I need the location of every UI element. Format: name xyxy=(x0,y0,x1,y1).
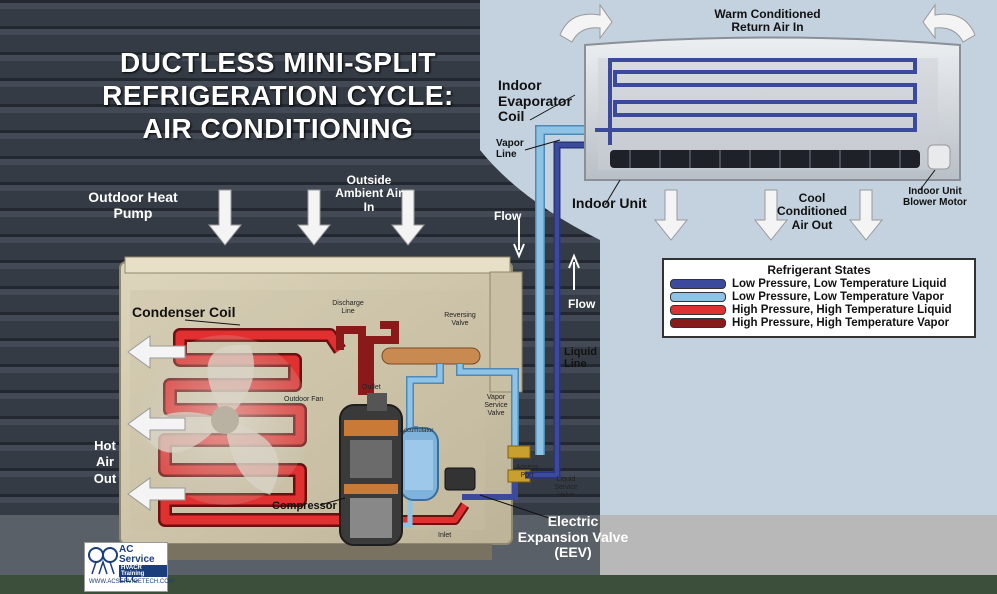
warm-return-air-label: Warm Conditioned Return Air In xyxy=(714,7,821,35)
legend-swatch-low-liquid xyxy=(670,278,726,289)
eev-label: Electric Expansion Valve (EEV) xyxy=(517,513,629,561)
compressor-graphic xyxy=(339,393,403,546)
flow-label-down: Flow xyxy=(494,209,522,223)
legend-label: Low Pressure, Low Temperature Vapor xyxy=(732,290,944,303)
legend-title: Refrigerant States xyxy=(767,263,871,277)
logo-url: WWW.ACSERVICETECH.COM xyxy=(89,579,174,585)
legend-swatch-low-vapor xyxy=(670,291,726,302)
legend-label: Low Pressure, Low Temperature Liquid xyxy=(732,277,947,290)
compressor-label: Compressor xyxy=(272,500,337,512)
gauge-logo-icon xyxy=(88,547,118,575)
blower-motor-label: Indoor Unit Blower Motor xyxy=(903,186,967,209)
title-line-1: DUCTLESS MINI-SPLIT xyxy=(120,47,436,78)
vapor-line-label: Vapor Line xyxy=(496,138,524,161)
access-port-label: Access Port xyxy=(515,464,539,479)
hot-air-out-label: Hot Air Out xyxy=(93,438,117,486)
indoor-unit-label: Indoor Unit xyxy=(572,195,647,211)
legend-label: High Pressure, High Temperature Liquid xyxy=(732,303,952,316)
condenser-coil-label: Condenser Coil xyxy=(132,304,236,320)
discharge-line-label: Discharge Line xyxy=(332,300,364,315)
reversing-valve xyxy=(381,347,481,365)
title-line-2: REFRIGERATION CYCLE: xyxy=(102,80,454,111)
liquid-service-valve-label: Liquid Service Valve xyxy=(554,476,578,499)
outdoor-fan-graphic xyxy=(140,335,310,505)
reversing-valve-label: Reversing Valve xyxy=(444,312,476,327)
refrigerant-states-legend: Refrigerant States Low Pressure, Low Tem… xyxy=(662,258,976,338)
discharge-line xyxy=(366,321,399,395)
eev-body xyxy=(444,467,476,491)
diagram-title: DUCTLESS MINI-SPLIT REFRIGERATION CYCLE:… xyxy=(88,46,468,145)
outdoor-fan-label: Outdoor Fan xyxy=(284,396,324,403)
title-line-3: AIR CONDITIONING xyxy=(142,113,414,144)
flow-down-arrow xyxy=(513,220,525,259)
outdoor-heat-pump-label: Outdoor Heat Pump xyxy=(88,189,178,221)
legend-swatch-high-liquid xyxy=(670,304,726,315)
legend-item: High Pressure, High Temperature Vapor xyxy=(670,316,974,329)
outdoor-unit-base xyxy=(162,544,492,560)
logo-tagline: HVACR Training xyxy=(119,565,167,577)
legend-swatch-high-vapor xyxy=(670,317,726,328)
outside-air-in-label: Outside Ambient Air In xyxy=(335,173,403,214)
legend-item: Low Pressure, Low Temperature Liquid xyxy=(670,277,974,290)
outlet-label: Outlet xyxy=(362,384,381,391)
legend-label: High Pressure, High Temperature Vapor xyxy=(732,316,950,329)
legend-item: High Pressure, High Temperature Liquid xyxy=(670,303,974,316)
flow-label-up: Flow xyxy=(568,297,596,311)
air-arrows xyxy=(127,3,976,511)
indoor-unit-graphic xyxy=(584,36,961,181)
ac-service-tech-logo: AC Service Tech LLC HVACR Training WWW.A… xyxy=(84,542,174,592)
cool-air-out-label: Cool Conditioned Air Out xyxy=(777,191,847,232)
accumulator-label: Accumulator xyxy=(400,428,434,434)
indoor-evaporator-coil-label: Indoor Evaporator Coil xyxy=(498,77,572,125)
liquid-line-label: Liquid Line xyxy=(564,346,597,371)
legend-item: Low Pressure, Low Temperature Vapor xyxy=(670,290,974,303)
vapor-service-valve-label: Vapor Service Valve xyxy=(484,394,508,417)
flow-up-arrow xyxy=(568,253,580,290)
inlet-label: Inlet xyxy=(438,532,452,539)
